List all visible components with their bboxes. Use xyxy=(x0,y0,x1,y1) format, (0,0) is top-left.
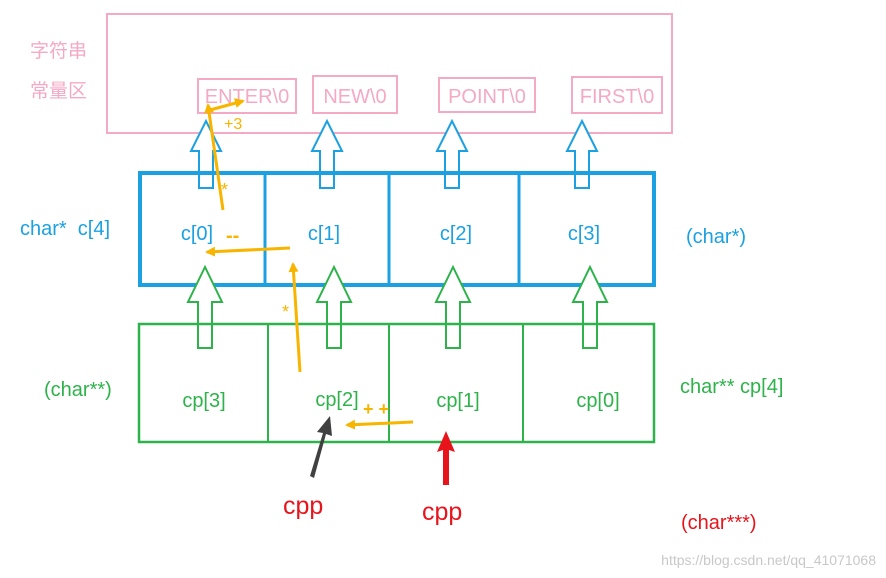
string-box-enter xyxy=(197,78,297,114)
arrow-deref-cp2 xyxy=(288,262,302,373)
arrow-minus-minus xyxy=(205,246,291,257)
c-array: c[0] c[1] c[2] c[3] char* c[4] (char*) xyxy=(20,171,746,287)
cp-to-c-arrows xyxy=(186,264,609,349)
string-literal-area: 字符串 常量区 ENTER\0 NEW\0 POINT\0 FIRST\0 xyxy=(30,13,673,134)
string-point: POINT\0 xyxy=(448,86,526,108)
cpp-pointers: cpp cpp (char***) xyxy=(283,416,757,534)
cp-array: cp[3] cp[2] cp[1] cp[0] (char**) char** … xyxy=(44,322,783,444)
literal-area-label-line2: 常量区 xyxy=(30,80,87,102)
c-cell-3: c[3] xyxy=(568,223,600,245)
cpp-type-label: (char***) xyxy=(681,512,757,534)
cpp-before-arrow xyxy=(437,431,455,485)
literal-area-label-line1: 字符串 xyxy=(30,40,87,62)
plus-plus-label: + + xyxy=(363,399,389,419)
arrow-cp1-to-c2 xyxy=(434,264,472,349)
string-enter: ENTER\0 xyxy=(205,86,289,108)
cp-cell-2: cp[2] xyxy=(315,389,358,411)
c-cell-2: c[2] xyxy=(440,223,472,245)
arrow-c1-to-new xyxy=(310,118,344,189)
cp-cell-0: cp[0] xyxy=(576,390,619,412)
c-to-string-arrows xyxy=(189,118,599,189)
c-array-border xyxy=(138,171,656,287)
cpp-label-before: cpp xyxy=(422,498,462,526)
cpp-after-arrow xyxy=(310,416,332,478)
cp-array-type-label: char** cp[4] xyxy=(680,376,783,398)
arrow-plus3 xyxy=(209,98,245,112)
minus-minus-label: -- xyxy=(226,225,239,247)
plus3-label: +3 xyxy=(224,116,242,133)
string-new: NEW\0 xyxy=(323,86,386,108)
deref-star-top: * xyxy=(221,180,228,200)
string-box-new xyxy=(312,75,398,114)
cpp-label-after: cpp xyxy=(283,492,323,520)
literal-area-border xyxy=(106,13,673,134)
c-array-type-label: char* c[4] xyxy=(20,218,110,240)
watermark: https://blog.csdn.net/qq_41071068 xyxy=(661,552,876,568)
arrow-plus-plus xyxy=(345,419,414,430)
c-cell-0: c[0] xyxy=(181,223,213,245)
arrow-cp0-to-c3 xyxy=(571,264,609,349)
string-box-point xyxy=(438,77,536,113)
evaluation-path xyxy=(204,98,414,430)
arrow-c2-to-point xyxy=(435,118,469,189)
deref-star-mid: * xyxy=(282,302,289,322)
arrow-cp2-to-c1 xyxy=(315,264,353,349)
cp-cell-1: cp[1] xyxy=(436,390,479,412)
c-cell-1: c[1] xyxy=(308,223,340,245)
cp-cell-3: cp[3] xyxy=(182,390,225,412)
arrow-c3-to-first xyxy=(565,118,599,189)
arrow-deref-c0 xyxy=(204,103,225,211)
c-element-type-label: (char*) xyxy=(686,226,746,248)
arrow-cp3-to-c0 xyxy=(186,264,224,349)
cp-element-type-label: (char**) xyxy=(44,379,112,401)
cp-array-border xyxy=(137,322,656,444)
string-first: FIRST\0 xyxy=(580,86,654,108)
string-box-first xyxy=(571,76,663,114)
